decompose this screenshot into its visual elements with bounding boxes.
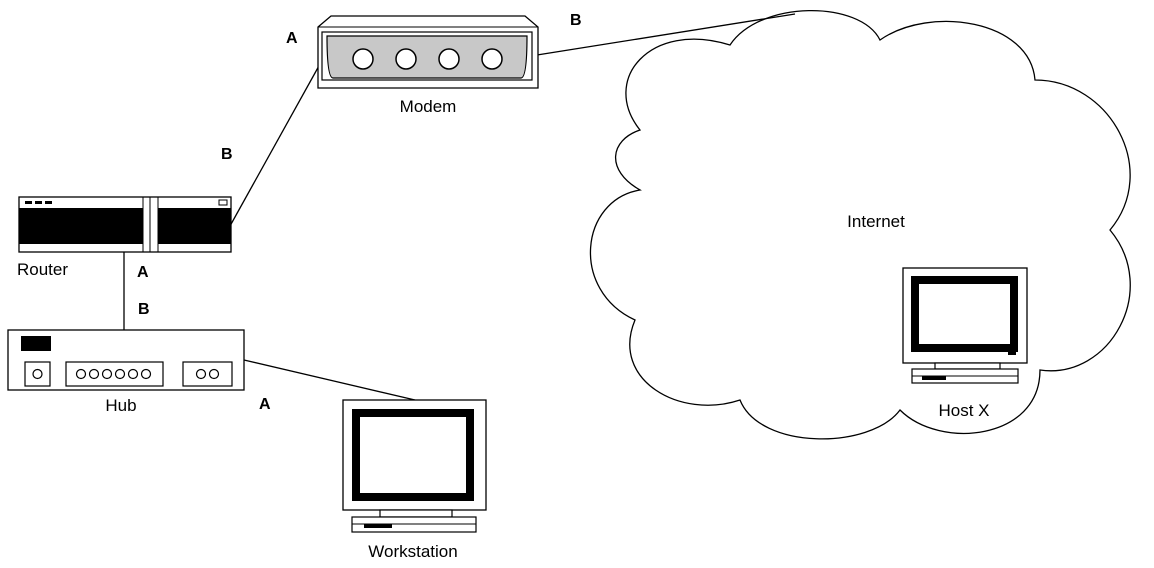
router-device [18, 196, 232, 253]
link-modem-internet [536, 13, 796, 56]
endpoint-label-hub-b: B [138, 301, 150, 318]
link-router-modem [229, 63, 321, 227]
workstation-computer [342, 399, 487, 533]
modem-label: Modem [400, 97, 457, 116]
link-hub-workstation [243, 359, 416, 401]
workstation-label: Workstation [368, 542, 457, 561]
host-x-label: Host X [938, 401, 989, 420]
hub-label: Hub [105, 396, 136, 415]
endpoint-label-hub-a: A [259, 396, 271, 413]
endpoint-label-modem-a: A [286, 30, 298, 47]
hub-device [7, 329, 245, 391]
router-label: Router [17, 260, 68, 279]
endpoint-label-router-b: B [221, 146, 233, 163]
endpoint-label-modem-b: B [570, 12, 582, 29]
endpoint-label-router-a: A [137, 264, 149, 281]
modem-device [317, 15, 539, 89]
host-x-computer [902, 267, 1028, 384]
internet-label: Internet [847, 212, 905, 231]
